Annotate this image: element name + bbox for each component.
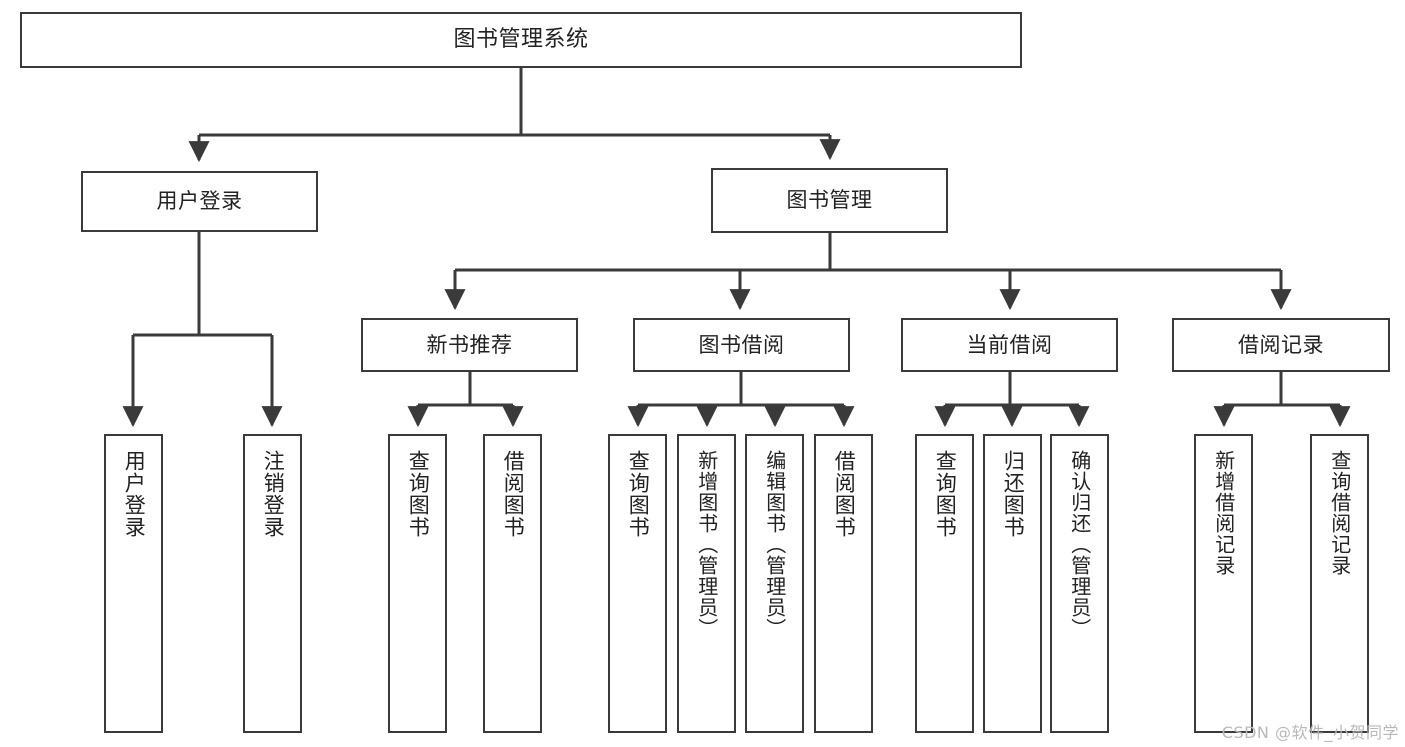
- node-label: 新书推荐: [426, 332, 513, 357]
- leaf-logout[interactable]: 注销登录: [243, 434, 302, 733]
- node-label: 新增借阅记录: [1211, 450, 1236, 576]
- node-label: 当前借阅: [966, 332, 1053, 357]
- node-book-borrowing[interactable]: 图书借阅: [633, 318, 850, 372]
- node-label: 用户登录: [156, 189, 243, 214]
- node-label: 图书借阅: [698, 332, 785, 357]
- node-label: 查询图书: [406, 450, 431, 538]
- leaf-add-book-admin[interactable]: 新增图书（管理员）: [677, 434, 736, 733]
- node-label: 注销登录: [261, 450, 286, 538]
- leaf-edit-book-admin[interactable]: 编辑图书（管理员）: [745, 434, 804, 733]
- leaf-confirm-return-admin[interactable]: 确认归还（管理员）: [1050, 434, 1109, 733]
- node-label: 用户登录: [122, 450, 147, 538]
- node-borrow-records[interactable]: 借阅记录: [1172, 318, 1390, 372]
- node-label: 图书管理: [786, 188, 873, 213]
- node-label: 编辑图书（管理员）: [762, 450, 787, 639]
- leaf-query-book-new[interactable]: 查询图书: [388, 434, 447, 733]
- node-label: 借阅图书: [501, 450, 526, 538]
- leaf-borrow-book[interactable]: 借阅图书: [814, 434, 873, 733]
- node-label: 查询图书: [933, 450, 958, 538]
- node-label: 归还图书: [1001, 450, 1026, 538]
- node-label: 新增图书（管理员）: [694, 450, 719, 639]
- node-user-login[interactable]: 用户登录: [81, 171, 318, 232]
- node-label: 借阅图书: [832, 450, 857, 538]
- node-book-management[interactable]: 图书管理: [711, 168, 948, 233]
- leaf-borrow-book-new[interactable]: 借阅图书: [483, 434, 542, 733]
- leaf-query-book-borrow[interactable]: 查询图书: [608, 434, 667, 733]
- node-label: 查询借阅记录: [1327, 450, 1352, 576]
- node-label: 查询图书: [626, 450, 651, 538]
- leaf-query-book-current[interactable]: 查询图书: [915, 434, 974, 733]
- leaf-return-book[interactable]: 归还图书: [983, 434, 1042, 733]
- leaf-user-login[interactable]: 用户登录: [104, 434, 163, 733]
- node-label: 借阅记录: [1238, 332, 1324, 357]
- csdn-watermark: CSDN @软件_小贺同学: [1221, 723, 1399, 742]
- node-current-borrowing[interactable]: 当前借阅: [901, 318, 1118, 372]
- node-new-book-recommendation[interactable]: 新书推荐: [361, 318, 578, 372]
- node-root-system[interactable]: 图书管理系统: [20, 12, 1022, 68]
- leaf-add-borrow-record[interactable]: 新增借阅记录: [1194, 434, 1253, 733]
- leaf-query-borrow-record[interactable]: 查询借阅记录: [1310, 434, 1369, 733]
- node-label: 确认归还（管理员）: [1067, 450, 1092, 639]
- node-label: 图书管理系统: [453, 27, 589, 53]
